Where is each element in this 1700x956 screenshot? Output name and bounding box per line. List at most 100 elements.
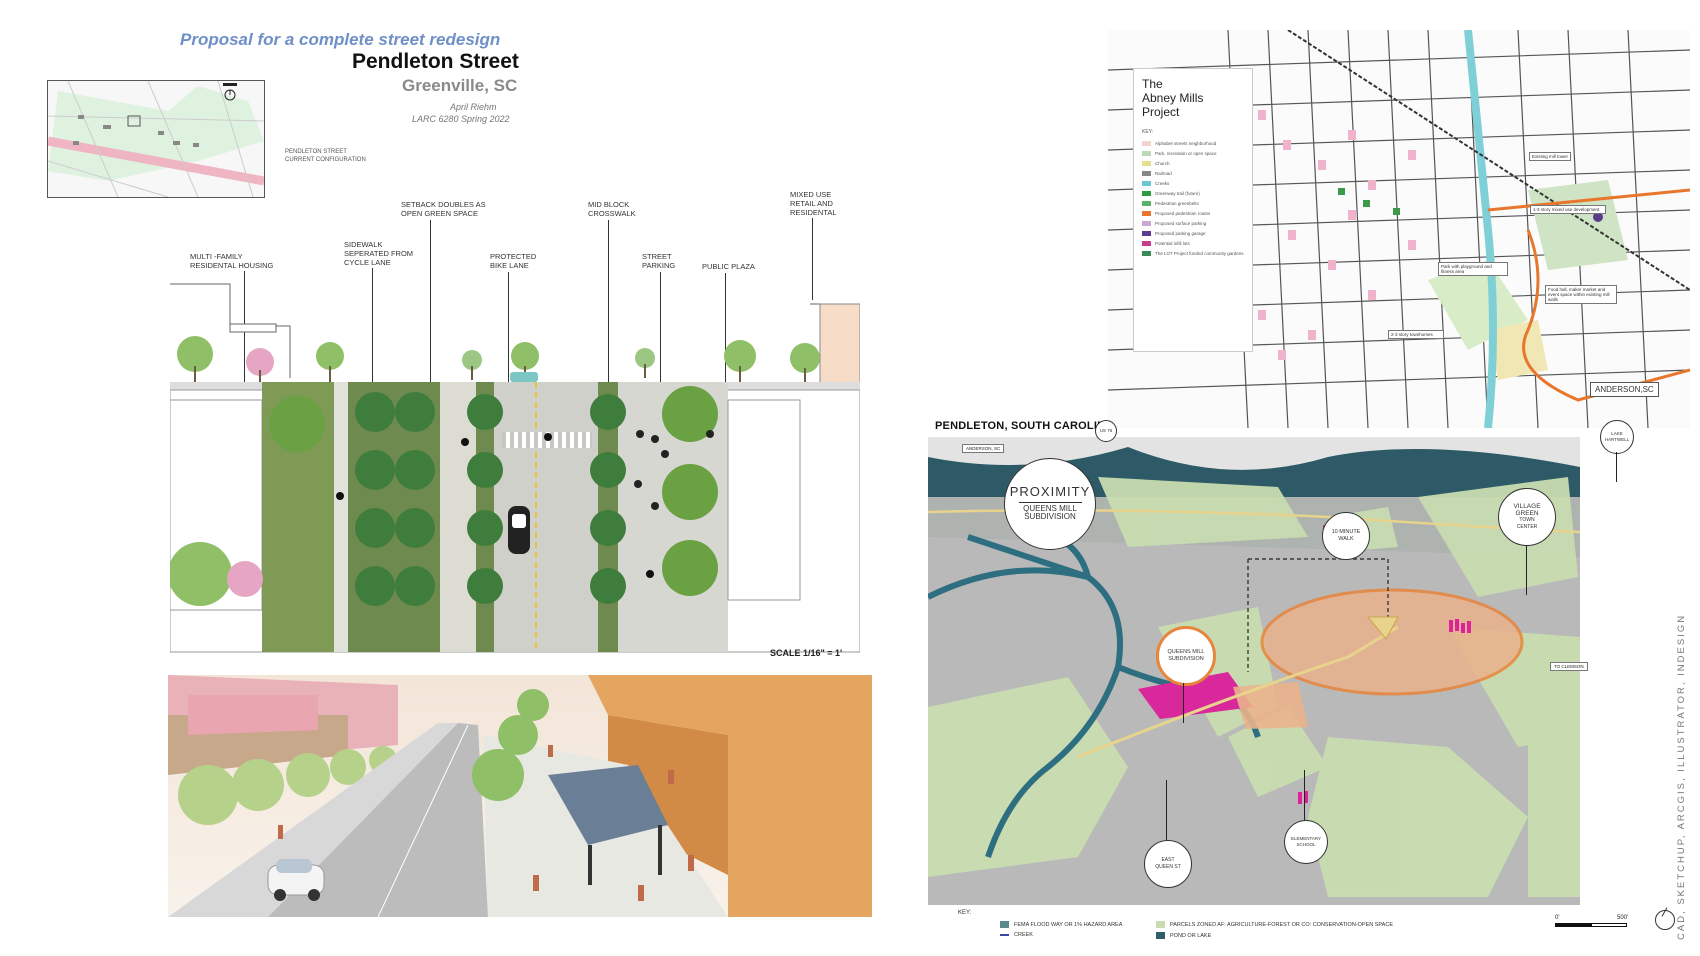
label-lake-hartwell: LAKE HARTWELL xyxy=(1600,420,1634,454)
aerial-key-item: PARCELS ZONED AF: AGRICULTURE-FOREST OR … xyxy=(1156,921,1393,928)
abney-title-line: Project xyxy=(1142,105,1180,119)
swatch xyxy=(1156,932,1165,939)
label-line: ELEMENTARY xyxy=(1290,836,1322,841)
map-note: Food hall, maker market and event space … xyxy=(1545,285,1617,304)
abney-key-label: Proposed pedestrian routes xyxy=(1155,211,1211,216)
abney-key-label: Proposed surface parking xyxy=(1155,221,1207,226)
abney-key-item: The LOT Project funded community gardens xyxy=(1142,251,1244,256)
abney-key-item: Pedestrian greenbelts xyxy=(1142,201,1244,206)
callout-line: SIDEWALK xyxy=(344,240,383,249)
callout-street-parking: STREET PARKING xyxy=(642,252,675,270)
label-line: 10 MINUTE xyxy=(1331,529,1361,535)
callout-line: STREET xyxy=(642,252,672,261)
label-10-minute-walk: 10 MINUTE WALK xyxy=(1322,512,1370,560)
project-subtitle: Proposal for a complete street redesign xyxy=(180,30,501,49)
swatch xyxy=(1142,171,1151,176)
abney-key-item: Creeks xyxy=(1142,181,1244,186)
callout-crosswalk: MID BLOCK CROSSWALK xyxy=(588,200,636,218)
callout-line: PUBLIC PLAZA xyxy=(702,262,755,271)
callout-line: MULTI -FAMILY xyxy=(190,252,243,261)
callout-line: MIXED USE xyxy=(790,190,832,199)
abney-key-item: Alphabet streets neighborhood xyxy=(1142,141,1244,146)
label-clemson-tag: TO CLEMSON xyxy=(1550,662,1588,671)
label-line: LAKE xyxy=(1611,431,1623,436)
callout-line: BIKE LANE xyxy=(490,261,529,270)
label-east-queen-st: EAST QUEEN ST xyxy=(1144,840,1192,888)
label-line: TOWN xyxy=(1519,517,1535,523)
callout-public-plaza: PUBLIC PLAZA xyxy=(702,262,755,271)
callout-sidewalk: SIDEWALK SEPERATED FROM CYCLE LANE xyxy=(344,240,413,267)
abney-key-label: Creeks xyxy=(1155,181,1170,186)
aerial-key-label: CREEK xyxy=(1014,932,1033,938)
map-note: Existing mill tower xyxy=(1529,152,1572,161)
abney-key-panel: The Abney Mills Project KEY: Alphabet st… xyxy=(1133,68,1253,352)
swatch xyxy=(1000,921,1009,928)
locator-map xyxy=(47,80,265,198)
locator-caption: PENDLETON STREET CURRENT CONFIGURATION xyxy=(285,148,366,164)
swatch xyxy=(1142,251,1151,256)
aerial-title: PENDLETON, SOUTH CAROLINA xyxy=(935,420,1114,432)
swatch xyxy=(1142,221,1151,226)
callout-line: RETAIL AND xyxy=(790,199,833,208)
abney-key-label: Alphabet streets neighborhood xyxy=(1155,141,1217,146)
map-note: Park with playground and fitness area xyxy=(1438,262,1508,276)
callout-line: PARKING xyxy=(642,261,676,270)
abney-key-item: Proposed parking garage xyxy=(1142,231,1244,236)
abney-key-label: The LOT Project funded community gardens xyxy=(1155,251,1244,256)
project-title: Pendleton Street xyxy=(352,50,519,73)
abney-key-label: Pedestrian greenbelts xyxy=(1155,201,1199,206)
aerial-key-label: POND OR LAKE xyxy=(1170,932,1212,939)
aerial-key-item: FEMA FLOOD WAY OR 1% HAZARD AREA xyxy=(1000,921,1122,928)
label-line: CENTER xyxy=(1516,524,1538,530)
callout-line: CYCLE LANE xyxy=(344,258,391,267)
swatch xyxy=(1156,921,1165,928)
label-line: SUBDIVISION xyxy=(1168,656,1204,662)
section-trees xyxy=(177,336,820,384)
abney-title-line: The xyxy=(1142,77,1163,91)
label-queens-mill: QUEENS MILL SUBDIVISION xyxy=(1156,626,1216,686)
abney-key-item: Greenway trail (future) xyxy=(1142,191,1244,196)
aerial-key-label: FEMA FLOOD WAY OR 1% HAZARD AREA xyxy=(1014,921,1123,928)
swatch xyxy=(1142,181,1151,186)
label-highway: US 76 xyxy=(1095,420,1117,442)
callout-line: RESIDENTAL HOUSING xyxy=(190,261,274,270)
abney-key-item: Proposed surface parking xyxy=(1142,221,1244,226)
swatch xyxy=(1142,231,1151,236)
swatch xyxy=(1142,161,1151,166)
swatch xyxy=(1142,211,1151,216)
locator-caption-line: PENDLETON STREET xyxy=(285,149,347,155)
label-line: QUEEN ST xyxy=(1155,864,1181,870)
aerial-key-item: CREEK xyxy=(1000,932,1033,938)
abney-key-label: Proposed parking garage xyxy=(1155,231,1206,236)
proximity-sub: SUBDIVISION xyxy=(1024,511,1076,521)
callout-multifamily: MULTI -FAMILY RESIDENTAL HOUSING xyxy=(190,252,273,270)
course-label: LARC 6280 Spring 2022 xyxy=(412,114,510,124)
abney-key-item: Church xyxy=(1142,161,1244,166)
aerial-scale-bar: 0' 500' xyxy=(1555,915,1635,929)
label-elementary-school: ELEMENTARY SCHOOL xyxy=(1284,820,1328,864)
swatch xyxy=(1142,201,1151,206)
label-anderson-tag: ANDERSON, SC xyxy=(962,444,1005,453)
section-scale: SCALE 1/16" = 1' xyxy=(770,648,843,658)
abney-key-item: Park, recreation or open space xyxy=(1142,151,1244,156)
abney-key-label: Park, recreation or open space xyxy=(1155,151,1217,156)
callout-line: SEPERATED FROM xyxy=(344,249,414,258)
aerial-key: KEY: FEMA FLOOD WAY OR 1% HAZARD AREA CR… xyxy=(958,910,1578,940)
callout-setback: SETBACK DOUBLES AS OPEN GREEN SPACE xyxy=(401,200,486,218)
callout-line: MID BLOCK xyxy=(588,200,630,209)
aerial-key-item: POND OR LAKE xyxy=(1156,932,1211,939)
callout-bike-lane: PROTECTED BIKE LANE xyxy=(490,252,536,270)
project-city: Greenville, SC xyxy=(402,76,518,95)
callout-line: SETBACK DOUBLES AS xyxy=(401,200,486,209)
section-plan-drawing xyxy=(168,274,861,659)
abney-key-label: Potential infill lots xyxy=(1155,241,1190,246)
abney-key-item: Proposed pedestrian routes xyxy=(1142,211,1244,216)
label-line: EAST xyxy=(1161,857,1175,863)
label-line: SCHOOL xyxy=(1296,842,1316,847)
author-name: April Riehm xyxy=(450,102,497,112)
swatch xyxy=(1142,191,1151,196)
label-line: VILLAGE xyxy=(1513,503,1541,510)
abney-key-label: Greenway trail (future) xyxy=(1155,191,1200,196)
aerial-key-label: PARCELS ZONED AF: AGRICULTURE-FOREST OR … xyxy=(1170,921,1393,928)
